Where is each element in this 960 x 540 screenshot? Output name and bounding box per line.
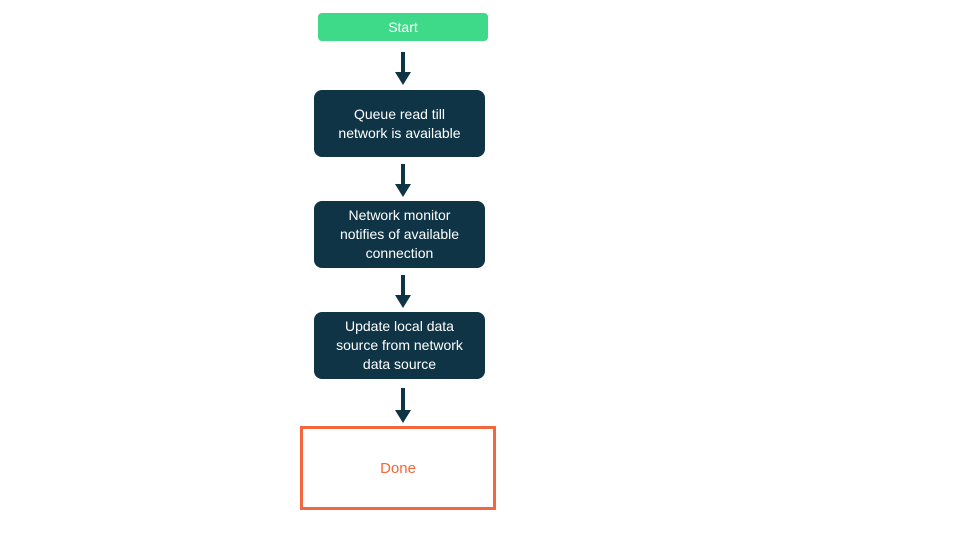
flow-node-done: Done: [300, 426, 496, 510]
arrow-head: [395, 410, 411, 423]
flow-node-update-local-data-label: Update local data source from network da…: [336, 318, 463, 372]
flow-node-network-monitor: Network monitor notifies of available co…: [314, 201, 485, 268]
arrow-shaft: [401, 388, 405, 410]
arrow-head: [395, 72, 411, 85]
arrow-head: [395, 295, 411, 308]
flow-node-network-monitor-label: Network monitor notifies of available co…: [339, 207, 460, 261]
down-arrow-icon: [395, 388, 411, 423]
down-arrow-icon: [395, 275, 411, 308]
flow-node-queue-read: Queue read till network is available: [314, 90, 485, 157]
arrow-shaft: [401, 164, 405, 184]
flow-node-done-label: Done: [380, 459, 416, 477]
arrow-head: [395, 184, 411, 197]
down-arrow-icon: [395, 52, 411, 85]
flow-node-queue-read-label: Queue read till network is available: [338, 105, 461, 141]
flow-node-update-local-data: Update local data source from network da…: [314, 312, 485, 379]
flow-node-start: Start: [318, 13, 488, 41]
down-arrow-icon: [395, 164, 411, 197]
arrow-shaft: [401, 275, 405, 295]
arrow-shaft: [401, 52, 405, 72]
flow-node-start-label: Start: [388, 19, 418, 35]
